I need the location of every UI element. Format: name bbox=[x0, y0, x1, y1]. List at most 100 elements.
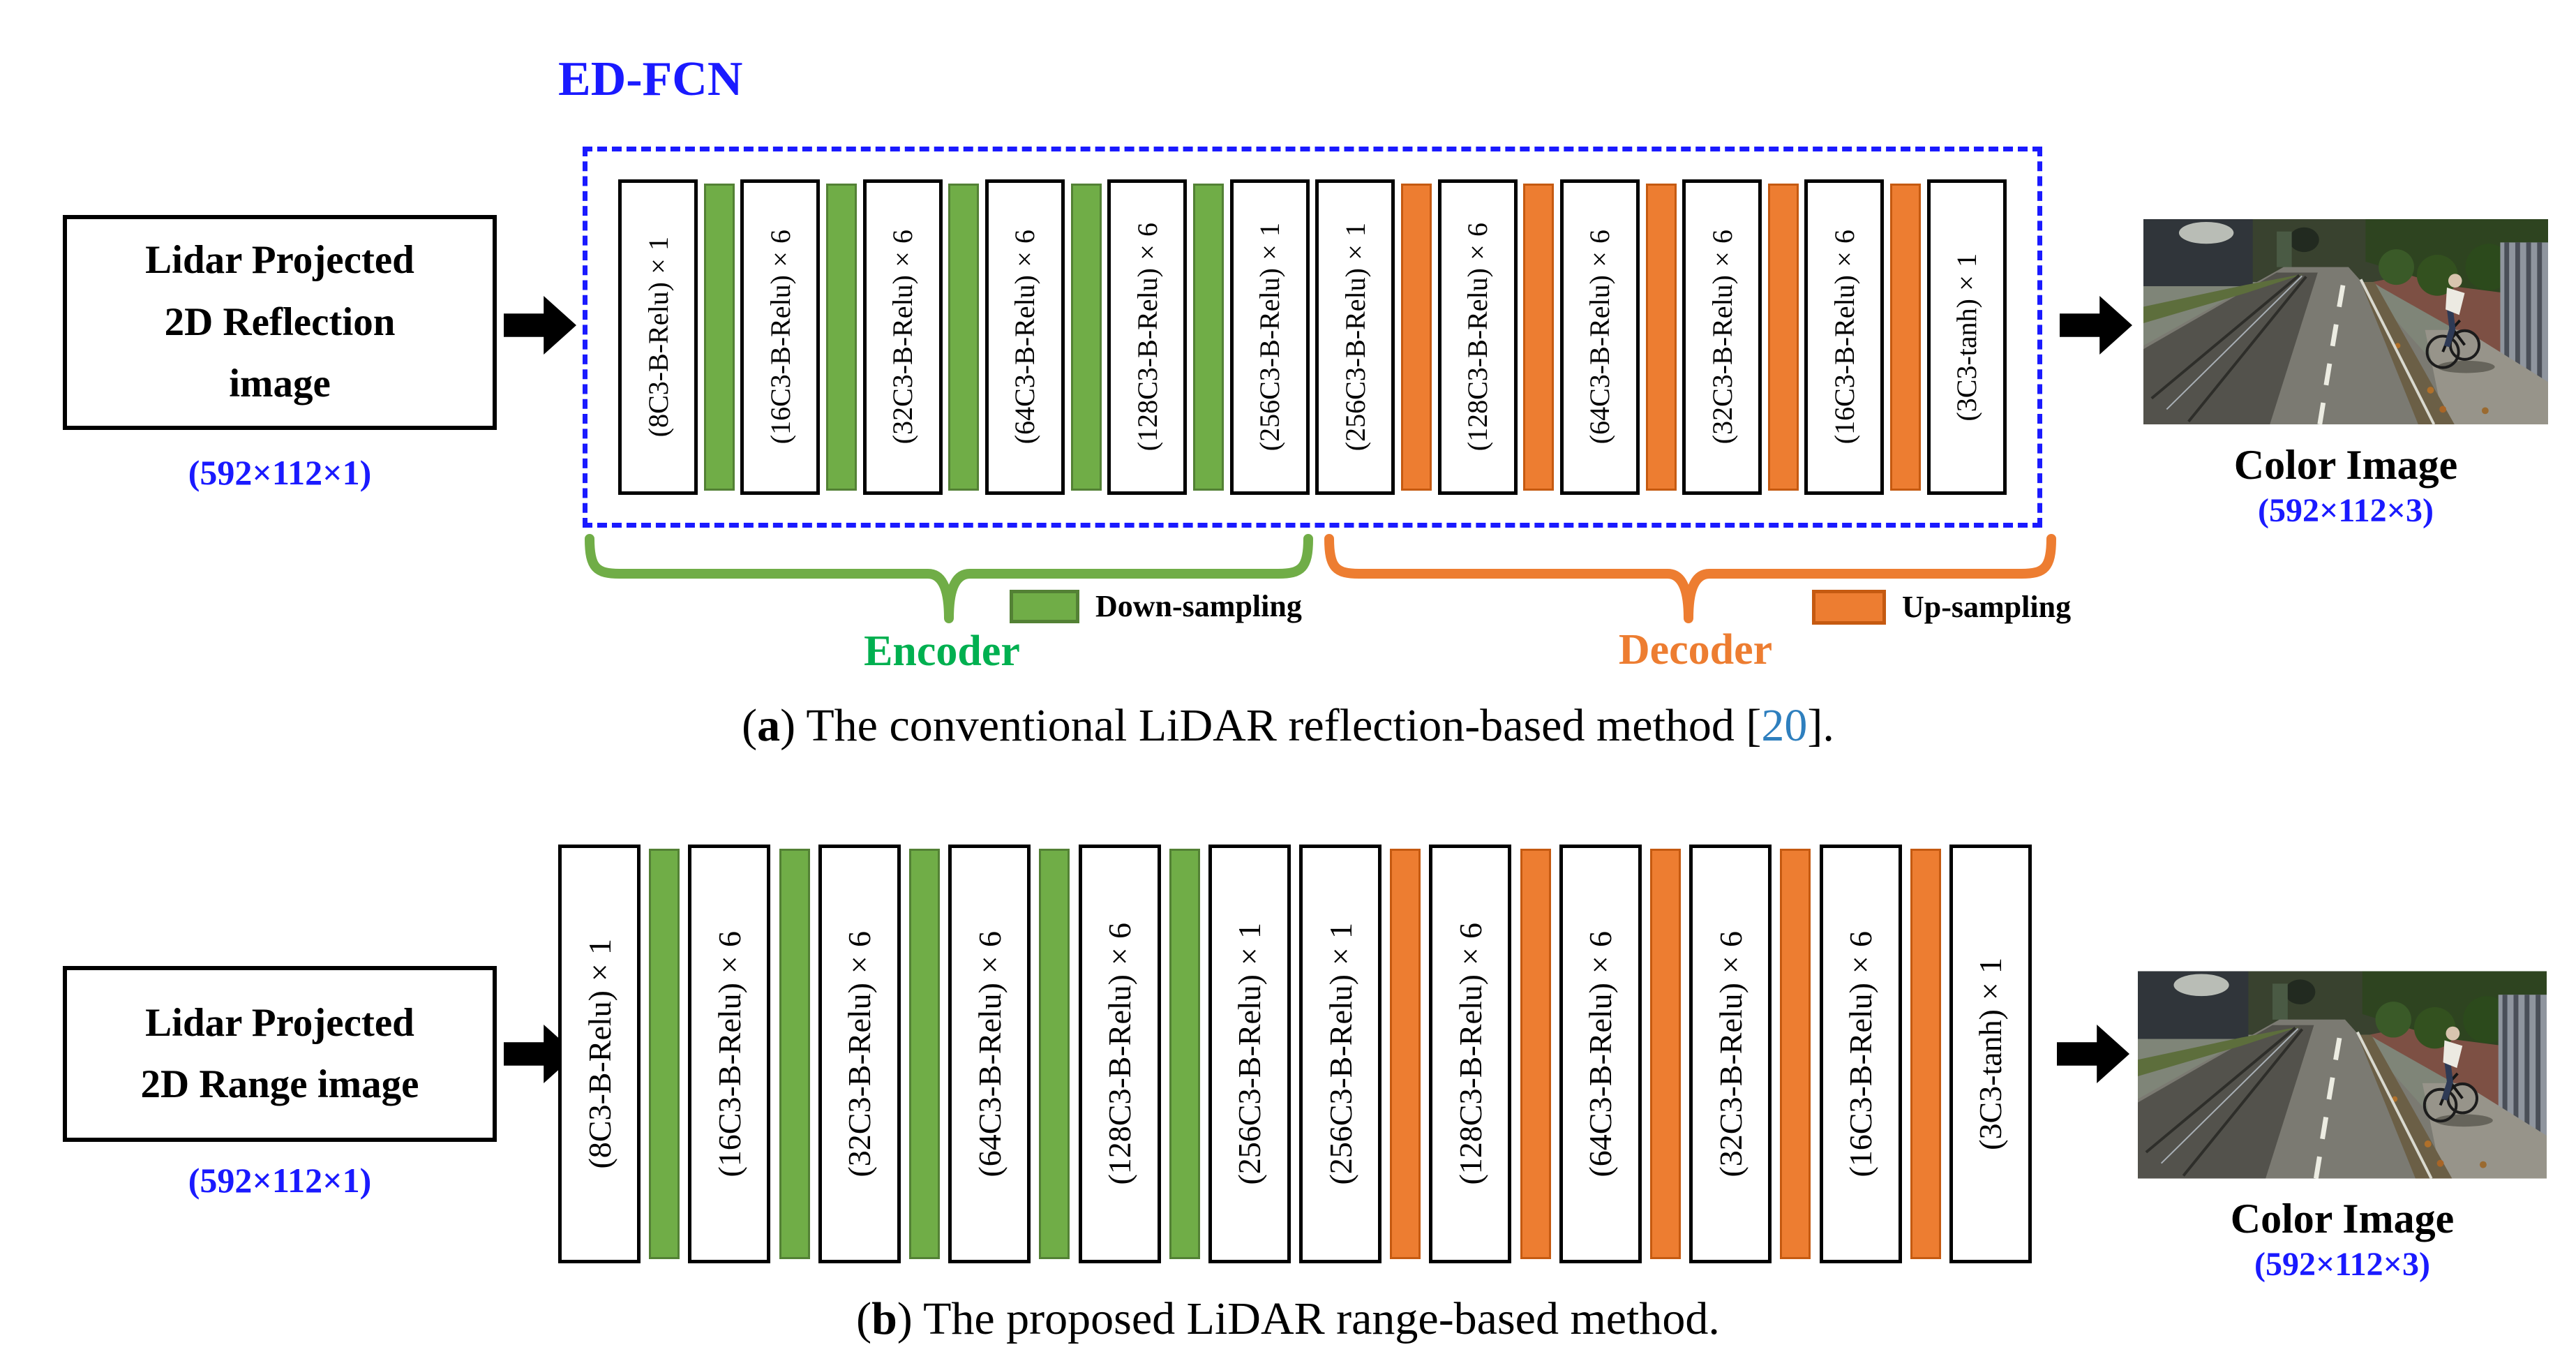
layer-box: (16C3-B-Relu)×6 bbox=[1819, 845, 1902, 1263]
layer-label: (16C3-B-Relu)×6 bbox=[1843, 930, 1879, 1177]
caption-b: (b) The proposed LiDAR range-based metho… bbox=[0, 1293, 2576, 1346]
down-sampling-bar bbox=[948, 184, 980, 491]
street-photo bbox=[2138, 967, 2547, 1182]
layer-box: (64C3-B-Relu)×6 bbox=[1559, 845, 1642, 1263]
down-sampling-bar bbox=[703, 184, 735, 491]
up-sampling-label: Up-sampling bbox=[1902, 590, 2072, 624]
network-row-a: (8C3-B-Relu)×1 (16C3-B-Relu)×6 (32C3-B-Rel… bbox=[618, 179, 2007, 495]
arrow-right-icon bbox=[2060, 296, 2132, 355]
down-sampling-bar bbox=[1192, 184, 1224, 491]
input-box-line: 2D Range image bbox=[140, 1062, 419, 1106]
layer-box: (64C3-B-Relu)×6 bbox=[984, 179, 1065, 495]
layer-box: (64C3-B-Relu)×6 bbox=[1559, 179, 1640, 495]
layer-label: (32C3-B-Relu)×6 bbox=[1706, 230, 1738, 445]
layer-label: (64C3-B-Relu)×6 bbox=[1584, 230, 1616, 445]
output-label-b: Color Image bbox=[2230, 1196, 2455, 1242]
down-sampling-label: Down-sampling bbox=[1095, 589, 1302, 623]
input-box-line: 2D Reflection bbox=[164, 299, 396, 344]
layer-label: (128C3-B-Relu)×6 bbox=[1131, 223, 1163, 452]
input-box-line: image bbox=[229, 362, 331, 406]
caption-a-letter: a bbox=[757, 700, 781, 751]
arrow-right-icon bbox=[2057, 1025, 2129, 1083]
layer-box: (256C3-B-Relu)×1 bbox=[1229, 179, 1310, 495]
input-box-range: Lidar Projected 2D Range image bbox=[63, 966, 497, 1142]
layer-label: (64C3-B-Relu)×6 bbox=[971, 930, 1008, 1177]
layer-box: (16C3-B-Relu)×6 bbox=[688, 845, 771, 1263]
layer-label: (3C3-tanh)×1 bbox=[1951, 253, 1983, 422]
layer-label: (16C3-B-Relu)×6 bbox=[764, 230, 796, 445]
caption-a-close: ]. bbox=[1807, 700, 1834, 751]
output-label-a: Color Image bbox=[2233, 442, 2458, 488]
layer-box: (128C3-B-Relu)×6 bbox=[1107, 179, 1188, 495]
layer-label: (256C3-B-Relu)×1 bbox=[1254, 223, 1286, 452]
up-sampling-bar bbox=[1767, 184, 1799, 491]
down-sampling-swatch bbox=[1010, 590, 1079, 623]
layer-label: (64C3-B-Relu)×6 bbox=[1009, 230, 1041, 445]
caption-a-text: ) The conventional LiDAR reflection-base… bbox=[780, 700, 1762, 751]
output-dims-a: (592×112×3) bbox=[2257, 492, 2434, 529]
layer-box: (256C3-B-Relu)×1 bbox=[1315, 179, 1395, 495]
layer-box: (256C3-B-Relu)×1 bbox=[1299, 845, 1382, 1263]
layer-box: (256C3-B-Relu)×1 bbox=[1208, 845, 1291, 1263]
street-photo bbox=[2143, 215, 2548, 429]
layer-box: (128C3-B-Relu)×6 bbox=[1078, 845, 1161, 1263]
input-dims-b: (592×112×1) bbox=[188, 1161, 372, 1200]
up-sampling-bar bbox=[1910, 849, 1941, 1259]
layer-box: (3C3-tanh)×1 bbox=[1926, 179, 2007, 495]
down-sampling-bar bbox=[1169, 849, 1200, 1259]
input-dims-a: (592×112×1) bbox=[188, 453, 372, 492]
layer-label: (256C3-B-Relu)×1 bbox=[1322, 923, 1358, 1185]
down-sampling-bar bbox=[1039, 849, 1070, 1259]
layer-box: (32C3-B-Relu)×6 bbox=[1682, 179, 1762, 495]
up-sampling-bar bbox=[1780, 849, 1811, 1259]
layer-box: (64C3-B-Relu)×6 bbox=[948, 845, 1031, 1263]
layer-label: (8C3-B-Relu)×1 bbox=[642, 237, 674, 438]
encoder-label: Encoder bbox=[864, 627, 1020, 675]
layer-label: (3C3-tanh)×1 bbox=[1972, 958, 2009, 1150]
caption-b-text: ) The proposed LiDAR range-based method. bbox=[897, 1293, 1720, 1344]
down-sampling-bar bbox=[825, 184, 857, 491]
layer-box: (128C3-B-Relu)×6 bbox=[1429, 845, 1512, 1263]
layer-box: (128C3-B-Relu)×6 bbox=[1437, 179, 1518, 495]
layer-label: (128C3-B-Relu)×6 bbox=[1102, 923, 1137, 1185]
layer-box: (16C3-B-Relu)×6 bbox=[1804, 179, 1885, 495]
layer-box: (16C3-B-Relu)×6 bbox=[740, 179, 821, 495]
layer-box: (32C3-B-Relu)×6 bbox=[862, 179, 943, 495]
up-sampling-bar bbox=[1520, 849, 1551, 1259]
input-box-reflection: Lidar Projected 2D Reflection image bbox=[63, 215, 497, 430]
layer-box: (32C3-B-Relu)×6 bbox=[818, 845, 901, 1263]
input-box-line: Lidar Projected bbox=[145, 1000, 414, 1045]
layer-label: (16C3-B-Relu)×6 bbox=[711, 930, 747, 1177]
caption-b-open: ( bbox=[856, 1293, 872, 1344]
up-sampling-bar bbox=[1390, 849, 1421, 1259]
layer-label: (8C3-B-Relu)×1 bbox=[581, 939, 617, 1169]
down-sampling-bar bbox=[908, 849, 940, 1259]
layer-label: (256C3-B-Relu)×1 bbox=[1339, 223, 1371, 452]
down-sampling-bar bbox=[1070, 184, 1102, 491]
layer-label: (128C3-B-Relu)×6 bbox=[1462, 223, 1494, 452]
citation-link[interactable]: 20 bbox=[1761, 700, 1808, 751]
up-sampling-swatch bbox=[1812, 590, 1886, 625]
down-sampling-bar bbox=[649, 849, 680, 1259]
arrow-right-icon bbox=[504, 296, 576, 355]
caption-b-letter: b bbox=[871, 1293, 897, 1344]
up-sampling-bar bbox=[1645, 184, 1677, 491]
layer-label: (128C3-B-Relu)×6 bbox=[1452, 923, 1488, 1185]
layer-label: (256C3-B-Relu)×1 bbox=[1231, 923, 1268, 1185]
layer-box: (8C3-B-Relu)×1 bbox=[618, 179, 698, 495]
up-sampling-bar bbox=[1523, 184, 1555, 491]
layer-label: (32C3-B-Relu)×6 bbox=[1712, 930, 1748, 1177]
output-dims-b: (592×112×3) bbox=[2254, 1246, 2431, 1283]
layer-box: (3C3-tanh)×1 bbox=[1949, 845, 2032, 1263]
edfcn-dashed-box: (8C3-B-Relu)×1 (16C3-B-Relu)×6 (32C3-B-Rel… bbox=[583, 147, 2042, 528]
layer-label: (32C3-B-Relu)×6 bbox=[841, 930, 878, 1177]
layer-box: (32C3-B-Relu)×6 bbox=[1689, 845, 1772, 1263]
layer-box: (8C3-B-Relu)×1 bbox=[558, 845, 641, 1263]
network-row-b: (8C3-B-Relu)×1 (16C3-B-Relu)×6 (32C3-B-Rel… bbox=[558, 843, 2032, 1265]
layer-label: (64C3-B-Relu)×6 bbox=[1582, 930, 1619, 1177]
edfcn-title: ED-FCN bbox=[558, 52, 743, 106]
decoder-label: Decoder bbox=[1618, 626, 1773, 674]
layer-label: (32C3-B-Relu)×6 bbox=[887, 230, 919, 445]
layer-label: (16C3-B-Relu)×6 bbox=[1828, 230, 1860, 445]
